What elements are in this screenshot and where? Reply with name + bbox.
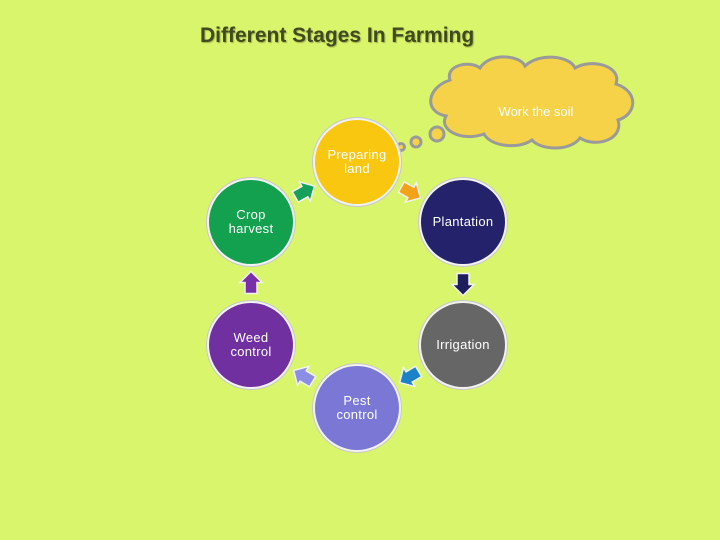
stage-node-weed-control: Weed control bbox=[209, 303, 293, 387]
stage-node-crop-harvest: Crop harvest bbox=[209, 180, 293, 264]
page-title: Different Stages In Farming bbox=[200, 24, 475, 47]
callout-bubble-medium bbox=[409, 135, 423, 149]
callout-text: Work the soil bbox=[498, 104, 574, 119]
callout-cloud-shape bbox=[429, 55, 635, 150]
arrow-weed-control-to-crop-harvest bbox=[238, 270, 264, 295]
stage-node-preparing-land: Preparing land bbox=[315, 120, 399, 204]
stage-label-irrigation: Irrigation bbox=[436, 337, 490, 352]
stage-label-plantation: Plantation bbox=[432, 214, 494, 229]
stage-label-crop-harvest: Crop harvest bbox=[228, 207, 274, 236]
arrow-irrigation-to-pest-control bbox=[398, 365, 423, 388]
stage-node-pest-control: Pest control bbox=[315, 366, 399, 450]
stage-label-weed-control: Weed control bbox=[230, 330, 272, 359]
callout-bubble-large bbox=[428, 125, 446, 143]
arrow-crop-harvest-to-preparing-land bbox=[291, 180, 316, 204]
arrow-pest-control-to-weed-control bbox=[292, 365, 317, 388]
stage-label-pest-control: Pest control bbox=[336, 393, 378, 422]
arrow-plantation-to-irrigation bbox=[450, 272, 476, 297]
stage-node-irrigation: Irrigation bbox=[421, 303, 505, 387]
arrow-preparing-land-to-plantation bbox=[397, 180, 422, 204]
callout-bubble-small bbox=[396, 142, 406, 152]
stage-label-preparing-land: Preparing land bbox=[327, 147, 387, 176]
stage-node-plantation: Plantation bbox=[421, 180, 505, 264]
